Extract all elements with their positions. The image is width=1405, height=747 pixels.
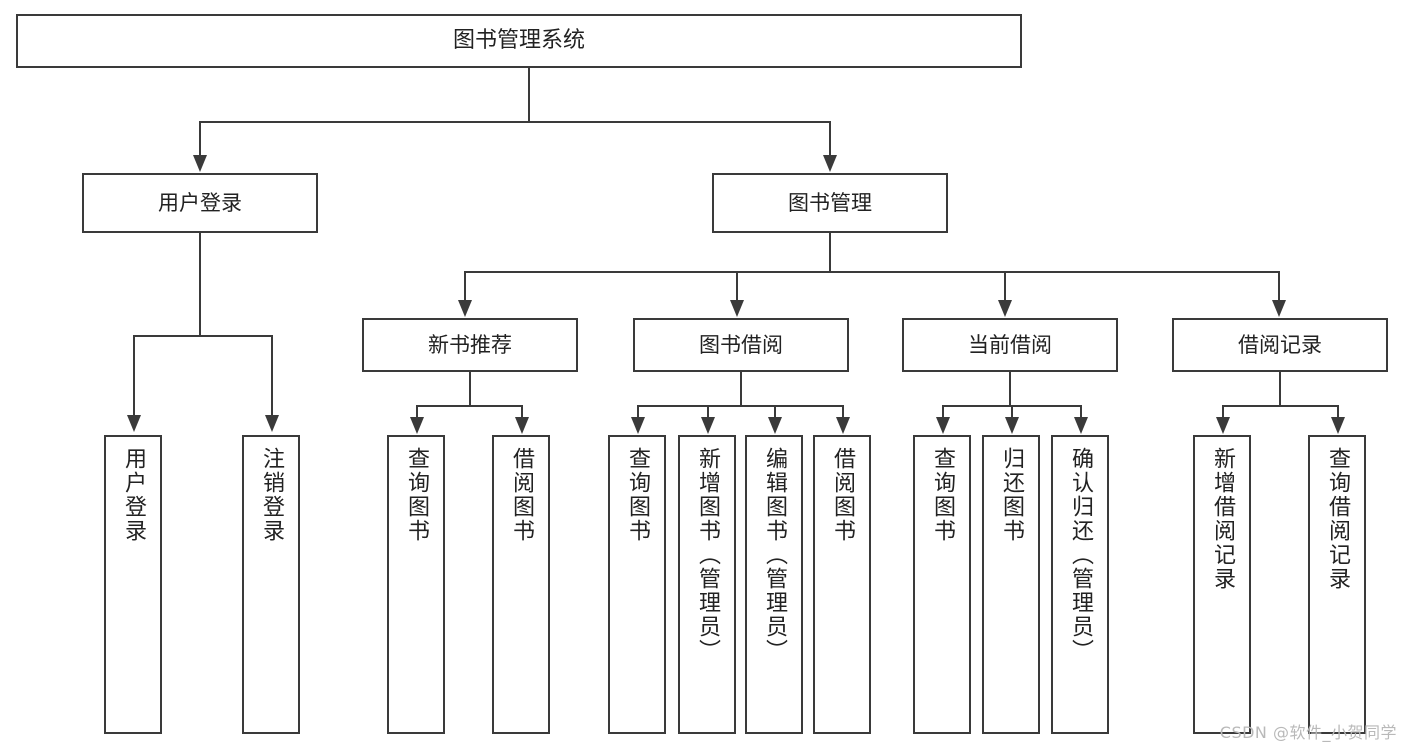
- leaf-nbr-borrow-books[interactable]: 借阅图书: [492, 435, 550, 734]
- leaf-bb-query-books[interactable]: 查询图书: [608, 435, 666, 734]
- connector-new-book-recommend-bus: [416, 405, 523, 407]
- connector-drop-user-login-leaf-1: [133, 335, 135, 417]
- node-label: 新书推荐: [428, 332, 512, 357]
- connector-drop-br-leaf-1: [1222, 405, 1224, 419]
- leaf-label: 用户登录: [121, 447, 146, 543]
- leaf-bb-borrow-books[interactable]: 借阅图书: [813, 435, 871, 734]
- arrowhead-bb-leaf-4: [836, 417, 850, 434]
- connector-drop-book-borrow: [736, 271, 738, 302]
- connector-drop-book-management: [829, 121, 831, 157]
- arrowhead-current-borrow: [998, 300, 1012, 317]
- leaf-label: 查询借阅记录: [1325, 447, 1350, 591]
- arrowhead-br-leaf-2: [1331, 417, 1345, 434]
- connector-drop-user-login-leaf-2: [271, 335, 273, 417]
- arrowhead-user-login: [193, 155, 207, 172]
- connector-drop-new-book-recommend: [464, 271, 466, 302]
- node-root-book-management-system[interactable]: 图书管理系统: [16, 14, 1022, 68]
- node-label: 图书管理: [788, 190, 872, 215]
- node-book-management[interactable]: 图书管理: [712, 173, 948, 233]
- node-label: 用户登录: [158, 190, 242, 215]
- connector-book-borrow-bus: [637, 405, 844, 407]
- connector-level1-bus: [199, 121, 831, 123]
- arrowhead-nbr-leaf-1: [410, 417, 424, 434]
- leaf-label: 借阅图书: [509, 447, 534, 543]
- arrowhead-book-borrow: [730, 300, 744, 317]
- connector-user-login-stem: [199, 233, 201, 336]
- leaf-br-query-record[interactable]: 查询借阅记录: [1308, 435, 1366, 734]
- leaf-bb-edit-book-admin[interactable]: 编辑图书（管理员）: [745, 435, 803, 734]
- node-current-borrow[interactable]: 当前借阅: [902, 318, 1118, 372]
- leaf-label: 查询图书: [930, 447, 955, 543]
- leaf-label: 借阅图书: [830, 447, 855, 543]
- node-label: 借阅记录: [1238, 332, 1322, 357]
- arrowhead-user-login-leaf-1: [127, 415, 141, 432]
- leaf-label: 查询图书: [404, 447, 429, 543]
- leaf-bb-add-book-admin[interactable]: 新增图书（管理员）: [678, 435, 736, 734]
- connector-level2-bus: [464, 271, 1280, 273]
- arrowhead-bb-leaf-3: [768, 417, 782, 434]
- leaf-user-login-logout[interactable]: 注销登录: [242, 435, 300, 734]
- arrowhead-bb-leaf-2: [701, 417, 715, 434]
- connector-current-borrow-stem: [1009, 372, 1011, 406]
- csdn-watermark: CSDN @软件_小贺同学: [1219, 723, 1397, 742]
- connector-borrow-records-bus: [1222, 405, 1339, 407]
- connector-drop-br-leaf-2: [1337, 405, 1339, 419]
- arrowhead-bb-leaf-1: [631, 417, 645, 434]
- node-label: 当前借阅: [968, 332, 1052, 357]
- leaf-label: 确认归还（管理员）: [1068, 447, 1093, 663]
- connector-drop-bb-leaf-3: [774, 405, 776, 419]
- leaf-label: 查询图书: [625, 447, 650, 543]
- connector-drop-bb-leaf-4: [842, 405, 844, 419]
- leaf-label: 注销登录: [259, 447, 284, 543]
- node-new-book-recommend[interactable]: 新书推荐: [362, 318, 578, 372]
- leaf-cb-query-books[interactable]: 查询图书: [913, 435, 971, 734]
- connector-drop-borrow-records: [1278, 271, 1280, 302]
- arrowhead-cb-leaf-3: [1074, 417, 1088, 434]
- leaf-nbr-query-books[interactable]: 查询图书: [387, 435, 445, 734]
- connector-new-book-recommend-stem: [469, 372, 471, 406]
- connector-drop-cb-leaf-2: [1011, 405, 1013, 419]
- connector-book-borrow-stem: [740, 372, 742, 406]
- connector-drop-cb-leaf-3: [1080, 405, 1082, 419]
- connector-drop-nbr-leaf-1: [416, 405, 418, 419]
- arrowhead-borrow-records: [1272, 300, 1286, 317]
- connector-drop-bb-leaf-2: [707, 405, 709, 419]
- connector-book-management-stem: [829, 233, 831, 273]
- connector-drop-cb-leaf-1: [942, 405, 944, 419]
- connector-drop-current-borrow: [1004, 271, 1006, 302]
- node-label: 图书管理系统: [452, 28, 585, 54]
- connector-user-login-bus: [133, 335, 271, 337]
- connector-drop-bb-leaf-1: [637, 405, 639, 419]
- arrowhead-book-management: [823, 155, 837, 172]
- leaf-cb-return-books[interactable]: 归还图书: [982, 435, 1040, 734]
- arrowhead-cb-leaf-2: [1005, 417, 1019, 434]
- leaf-label: 编辑图书（管理员）: [762, 447, 787, 663]
- connector-borrow-records-stem: [1279, 372, 1281, 406]
- leaf-cb-confirm-return-admin[interactable]: 确认归还（管理员）: [1051, 435, 1109, 734]
- arrowhead-user-login-leaf-2: [265, 415, 279, 432]
- arrowhead-cb-leaf-1: [936, 417, 950, 434]
- connector-root-stem: [528, 68, 530, 121]
- arrowhead-new-book-recommend: [458, 300, 472, 317]
- arrowhead-br-leaf-1: [1216, 417, 1230, 434]
- node-book-borrow[interactable]: 图书借阅: [633, 318, 849, 372]
- connector-drop-nbr-leaf-2: [521, 405, 523, 419]
- arrowhead-nbr-leaf-2: [515, 417, 529, 434]
- leaf-label: 归还图书: [999, 447, 1024, 543]
- leaf-user-login-login[interactable]: 用户登录: [104, 435, 162, 734]
- node-user-login[interactable]: 用户登录: [82, 173, 318, 233]
- leaf-label: 新增借阅记录: [1210, 447, 1235, 591]
- connector-drop-user-login: [199, 121, 201, 157]
- node-borrow-records[interactable]: 借阅记录: [1172, 318, 1388, 372]
- node-label: 图书借阅: [699, 332, 783, 357]
- leaf-label: 新增图书（管理员）: [695, 447, 720, 663]
- leaf-br-add-record[interactable]: 新增借阅记录: [1193, 435, 1251, 734]
